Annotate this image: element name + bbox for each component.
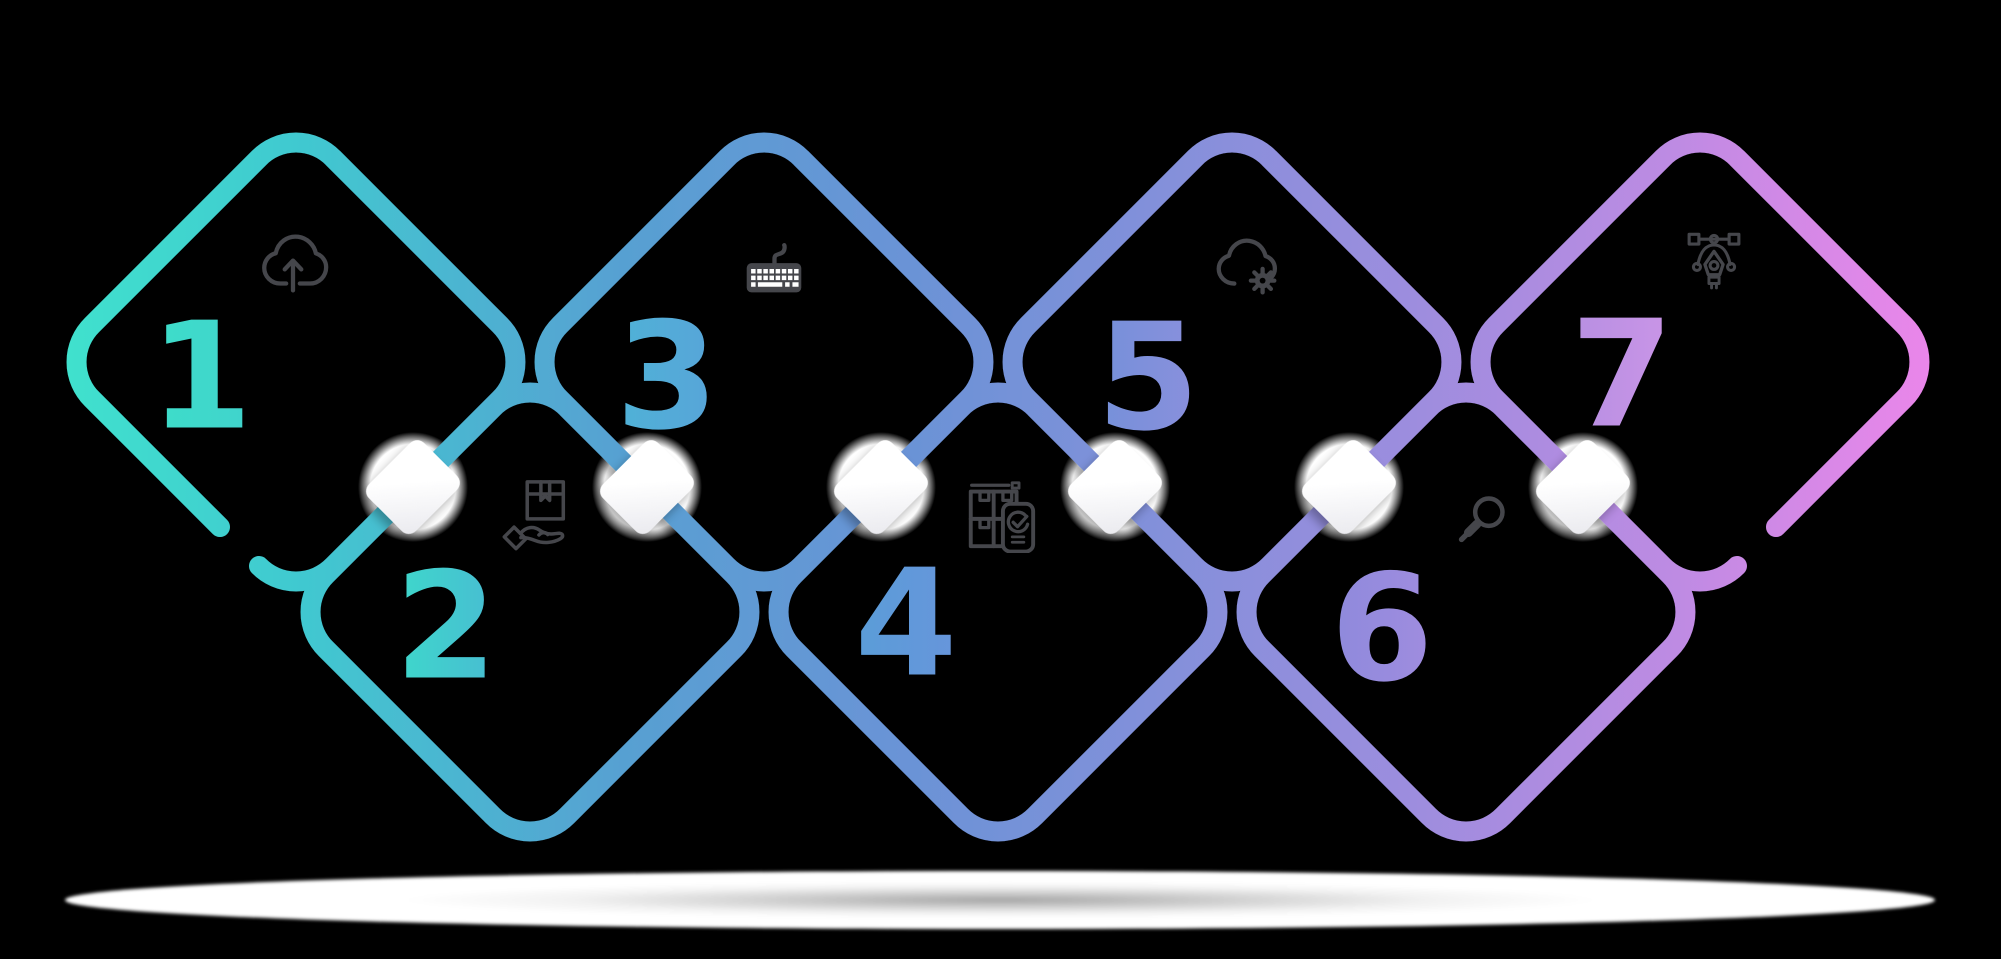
cloud-gear-icon — [1208, 227, 1286, 305]
connector-band — [1302, 440, 1396, 534]
diamond-4-outline — [768, 382, 1228, 842]
pen-tool-icon — [1675, 225, 1753, 303]
diamond-3-outline — [534, 132, 994, 592]
connector-bands — [366, 440, 1630, 534]
step-3-number: 3 — [615, 290, 719, 463]
diamond-5-outline — [1002, 132, 1462, 592]
connector-band — [366, 440, 460, 534]
diamond-6-outline — [1236, 382, 1696, 842]
magnifier-icon — [1443, 480, 1521, 558]
connector-band — [600, 440, 694, 534]
inventory-boxes-phone-check-icon — [961, 475, 1039, 553]
step-6-number: 6 — [1330, 542, 1434, 715]
keyboard-icon — [735, 230, 813, 308]
diamond-2-outline — [300, 382, 760, 842]
connector-band — [1536, 440, 1630, 534]
step-2-number: 2 — [394, 540, 498, 713]
connector-band — [1068, 440, 1162, 534]
step-5-number: 5 — [1096, 291, 1200, 464]
diamond-outlines — [66, 132, 1930, 842]
cloud-upload-icon — [254, 225, 332, 303]
connector-band — [834, 440, 928, 534]
step-1-number: 1 — [149, 290, 253, 463]
diamond-7-outline — [1470, 132, 1930, 592]
step-7-number: 7 — [1570, 288, 1674, 461]
ground-shadow-ellipse — [65, 871, 1935, 929]
hand-delivery-box-icon — [497, 475, 575, 553]
step-4-number: 4 — [854, 537, 958, 710]
